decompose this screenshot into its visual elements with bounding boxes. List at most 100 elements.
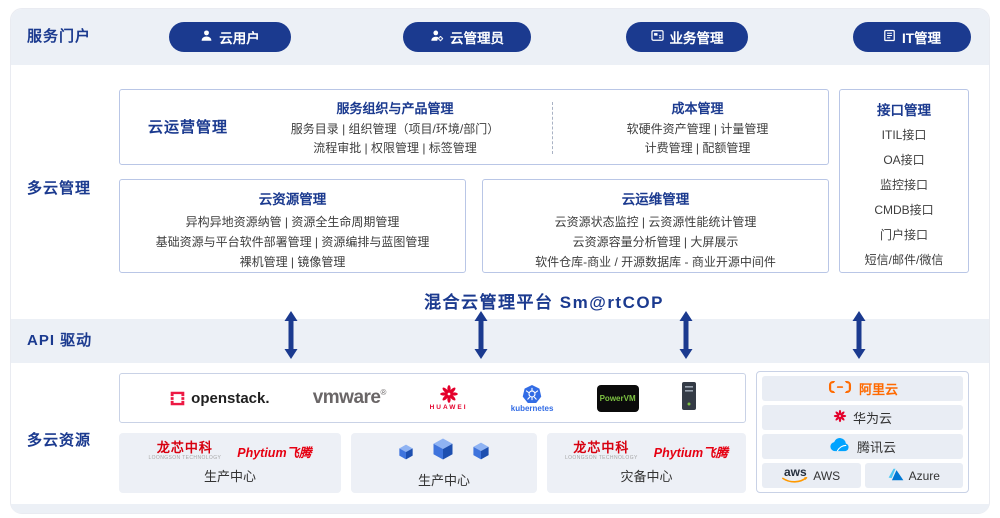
platform-title: 混合云管理平台 Sm@rtCOP: [424, 293, 664, 312]
double-arrow-icon: [281, 311, 301, 359]
platform-card: 服务门户 云用户 云管理员 业务管理 IT管理 多云管理 云运营管理: [10, 8, 990, 514]
service-product-line: 流程审批 | 权限管理 | 标签管理: [313, 141, 477, 155]
service-portal-band: 服务门户 云用户 云管理员 业务管理 IT管理: [11, 9, 989, 65]
cube-row: [399, 438, 489, 465]
cloud-cell-aws: aws AWS: [762, 463, 861, 488]
alibaba-cloud-label: 阿里云: [858, 382, 898, 397]
dashed-divider: [552, 102, 553, 154]
loongson-logo: 龙芯中科 LOONGSON TECHNOLOGY: [564, 440, 638, 461]
portal-button-cloud-user[interactable]: 云用户: [169, 22, 291, 52]
server-icon: [681, 381, 696, 415]
user-icon: [200, 29, 213, 45]
azure-icon: [888, 468, 904, 484]
admin-icon: [430, 29, 444, 45]
interface-mgmt-title: 接口管理: [877, 103, 931, 118]
powervm-logo: PowerVM: [596, 384, 639, 412]
vmware-wordmark: vmware: [312, 387, 381, 408]
public-clouds-box: 阿里云 华为云 腾讯云 aws AWS: [756, 371, 969, 493]
cloud-cell-azure: Azure: [864, 463, 963, 488]
alibaba-cloud-icon: [827, 379, 853, 398]
double-arrow-icon: [849, 311, 869, 359]
cloud-resource-line: 异构异地资源纳管 | 资源全生命周期管理: [185, 215, 400, 229]
aws-logo: aws: [782, 466, 808, 484]
cloud-resource-line: 裸机管理 | 镜像管理: [239, 255, 346, 269]
service-portal-label: 服务门户: [27, 28, 92, 45]
api-band: [11, 319, 989, 363]
kubernetes-wordmark: kubernetes: [510, 403, 554, 413]
cloud-row-huawei: 华为云: [762, 405, 963, 430]
interface-mgmt-box: 接口管理 ITIL接口 OA接口 监控接口 CMDB接口 门户接口 短信/邮件/…: [839, 89, 969, 273]
platform-logos-box: openstack. vmware ® HUAWEI kubernetes Po…: [119, 373, 746, 423]
kubernetes-icon: [522, 384, 542, 403]
aws-label: AWS: [813, 468, 841, 483]
azure-label: Azure: [908, 468, 940, 483]
interface-item: 短信/邮件/微信: [864, 253, 944, 267]
multicloud-mgmt-label: 多云管理: [27, 180, 92, 197]
powervm-wordmark: PowerVM: [599, 393, 636, 403]
production-center-2: 生产中心: [351, 433, 537, 493]
vmware-logo: vmware ®: [313, 387, 387, 409]
interface-item: ITIL接口: [881, 128, 927, 142]
portal-button-label: 业务管理: [669, 31, 724, 46]
cloud-om-line: 云资源容量分析管理 | 大屏展示: [572, 235, 739, 249]
huawei-flower-icon: [439, 385, 458, 404]
phytium-logo: Phytium飞腾: [653, 445, 729, 460]
cloud-om-box: 云运维管理 云资源状态监控 | 云资源性能统计管理 云资源容量分析管理 | 大屏…: [482, 179, 829, 273]
cost-mgmt-line: 计费管理 | 配额管理: [644, 141, 751, 155]
cloud-operation-title: 云运营管理: [148, 119, 229, 136]
huawei-wordmark: HUAWEI: [429, 404, 468, 412]
portal-button-cloud-admin[interactable]: 云管理员: [403, 22, 531, 52]
interface-item: 监控接口: [879, 178, 928, 192]
brand-row: 龙芯中科 LOONGSON TECHNOLOGY Phytium飞腾: [565, 441, 728, 461]
openstack-logo: openstack.: [169, 389, 270, 407]
service-product-line: 服务目录 | 组织管理（项目/环境/部门）: [290, 122, 500, 136]
cloud-row-alibaba: 阿里云: [762, 376, 963, 401]
cloud-row-tencent: 腾讯云: [762, 434, 963, 459]
huawei-flower-icon: [833, 409, 847, 426]
business-icon: [650, 29, 664, 45]
service-product-block: 服务组织与产品管理 服务目录 | 组织管理（项目/环境/部门） 流程审批 | 权…: [240, 98, 550, 158]
brand-row: 龙芯中科 LOONGSON TECHNOLOGY Phytium飞腾: [148, 441, 311, 461]
cube-icon: [399, 444, 413, 465]
footer-strip: [11, 504, 989, 513]
interface-item: 门户接口: [879, 228, 928, 242]
center-name: 生产中心: [203, 469, 256, 484]
cost-mgmt-block: 成本管理 软硬件资产管理 | 计量管理 计费管理 | 配额管理: [575, 98, 820, 158]
cost-mgmt-title: 成本管理: [671, 101, 724, 116]
huawei-cloud-label: 华为云: [852, 411, 892, 426]
cost-mgmt-line: 软硬件资产管理 | 计量管理: [626, 122, 769, 136]
center-name: 灾备中心: [620, 469, 673, 484]
cloud-om-line: 软件仓库-商业 / 开源数据库 - 商业开源中间件: [535, 255, 776, 269]
portal-button-it-mgmt[interactable]: IT管理: [853, 22, 971, 52]
interface-item: CMDB接口: [874, 203, 934, 217]
tencent-cloud-icon: [829, 438, 851, 455]
center-name: 生产中心: [417, 472, 470, 488]
cloud-om-title: 云运维管理: [621, 192, 690, 207]
cloud-resource-title: 云资源管理: [258, 192, 327, 207]
aws-smile-icon: [782, 477, 808, 483]
phytium-logo: Phytium飞腾: [237, 445, 312, 460]
loongson-logo: 龙芯中科 LOONGSON TECHNOLOGY: [148, 440, 222, 461]
openstack-icon: [170, 391, 185, 405]
cloud-row-aws-azure: aws AWS Azure: [762, 463, 963, 488]
multicloud-resources-label: 多云资源: [27, 432, 92, 449]
portal-button-label: IT管理: [902, 31, 941, 46]
cloud-operation-box: 云运营管理 服务组织与产品管理 服务目录 | 组织管理（项目/环境/部门） 流程…: [119, 89, 829, 165]
kubernetes-logo: kubernetes: [510, 384, 554, 413]
it-icon: [883, 29, 896, 45]
api-label: API 驱动: [27, 332, 93, 349]
portal-button-business-mgmt[interactable]: 业务管理: [626, 22, 748, 52]
tencent-cloud-label: 腾讯云: [856, 440, 896, 455]
cloud-resource-box: 云资源管理 异构异地资源纳管 | 资源全生命周期管理 基础资源与平台软件部署管理…: [119, 179, 466, 273]
disaster-recovery-center: 龙芯中科 LOONGSON TECHNOLOGY Phytium飞腾 灾备中心: [547, 433, 746, 493]
openstack-wordmark: openstack.: [191, 389, 270, 407]
cloud-om-line: 云资源状态监控 | 云资源性能统计管理: [554, 215, 757, 229]
huawei-logo: HUAWEI: [430, 384, 468, 412]
service-product-title: 服务组织与产品管理: [336, 101, 454, 116]
interface-item: OA接口: [883, 153, 925, 167]
production-center-1: 龙芯中科 LOONGSON TECHNOLOGY Phytium飞腾 生产中心: [119, 433, 341, 493]
registered-mark: ®: [380, 388, 387, 397]
cloud-resource-line: 基础资源与平台软件部署管理 | 资源编排与蓝图管理: [155, 235, 430, 249]
portal-button-label: 云用户: [219, 31, 260, 46]
